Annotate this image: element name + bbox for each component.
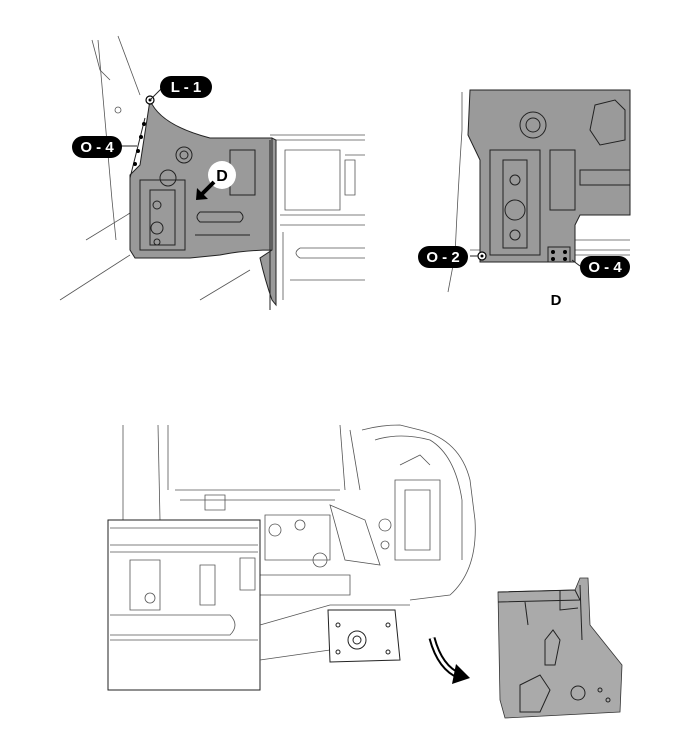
label-O2: O - 2 bbox=[418, 246, 468, 268]
svg-text:O - 4: O - 4 bbox=[588, 259, 622, 276]
quarter-panel-shaded bbox=[129, 98, 277, 307]
arrow-down-left-icon bbox=[196, 180, 216, 200]
bottom-removal-view bbox=[107, 424, 623, 719]
label-O4-left: O - 4 bbox=[72, 136, 122, 158]
curved-arrow-icon bbox=[428, 637, 470, 684]
svg-text:O - 4: O - 4 bbox=[80, 139, 114, 156]
label-L1: L - 1 bbox=[160, 76, 212, 98]
view-label-D: D bbox=[551, 292, 562, 309]
detail-view-D: O - 2 O - 4 D bbox=[418, 89, 631, 309]
label-O4-right: O - 4 bbox=[580, 256, 630, 278]
removed-quarter-panel bbox=[497, 577, 623, 719]
callout-D: D bbox=[208, 161, 236, 189]
top-left-view: L - 1 O - 4 D bbox=[59, 35, 365, 310]
mount-bracket bbox=[327, 609, 401, 663]
svg-text:L - 1: L - 1 bbox=[171, 79, 202, 96]
svg-text:O - 2: O - 2 bbox=[426, 249, 459, 266]
panel-detail-shaded bbox=[467, 89, 631, 263]
svg-text:D: D bbox=[216, 168, 228, 185]
